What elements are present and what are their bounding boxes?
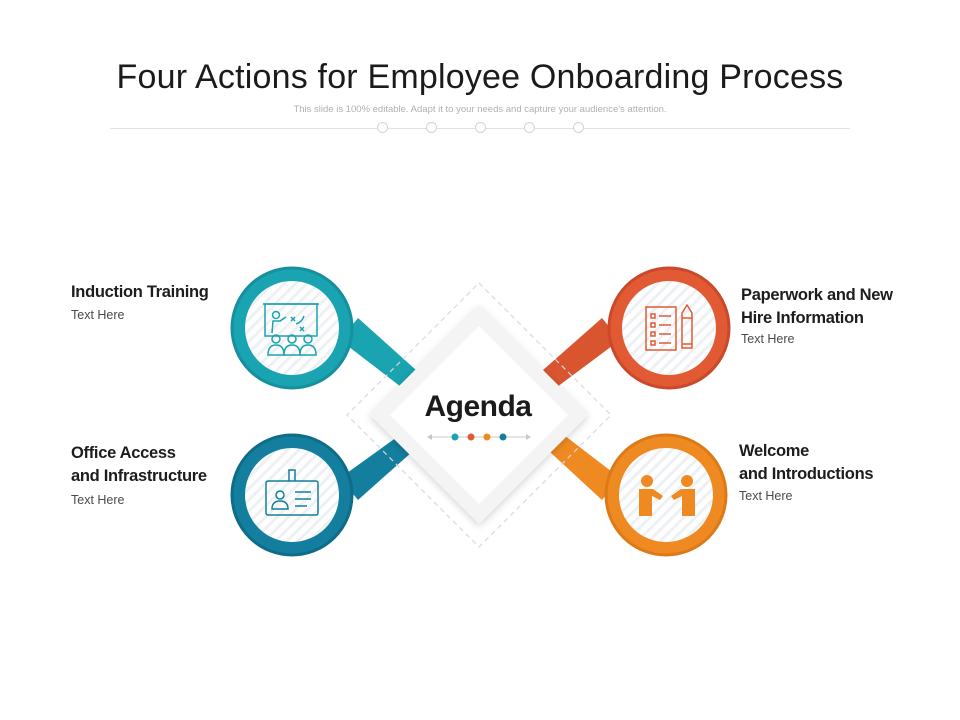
checklist-pencil-icon [645, 303, 693, 351]
induction-training-title: Induction Training [71, 281, 209, 304]
office-access-desc: Text Here [71, 493, 125, 507]
agenda-title: Agenda [424, 390, 532, 423]
item-line2: and Introductions [739, 465, 874, 483]
item-line2: Hire Information [741, 309, 864, 327]
item-line1: Welcome [739, 442, 810, 460]
agenda-dot [483, 433, 491, 441]
welcome-title: Welcome and Introductions [739, 440, 874, 486]
divider-dot [524, 122, 535, 133]
connector-paperwork [543, 318, 620, 390]
circle-welcome [604, 433, 728, 557]
divider-dot [573, 122, 584, 133]
handshake-icon [639, 475, 695, 516]
paperwork-desc: Text Here [741, 332, 795, 346]
agenda-dot [499, 433, 507, 441]
circle-office-access [230, 433, 354, 557]
agenda-dot [467, 433, 475, 441]
connector-office [340, 432, 412, 500]
paperwork-title: Paperwork and New Hire Information [741, 284, 893, 330]
induction-training-desc: Text Here [71, 308, 125, 322]
slide-title: Four Actions for Employee Onboarding Pro… [116, 58, 844, 96]
slide-subtitle: This slide is 100% editable. Adapt it to… [293, 104, 667, 115]
presentation-training-icon [263, 303, 319, 356]
item-line1: Paperwork and New [741, 286, 893, 304]
dashed-diamond [346, 282, 612, 548]
connector-welcome [550, 432, 620, 500]
circle-paperwork [607, 266, 731, 390]
agenda-divider [427, 434, 531, 440]
office-access-title: Office Access and Infrastructure [71, 442, 207, 488]
connector-induction [340, 318, 416, 390]
welcome-desc: Text Here [739, 489, 793, 503]
circle-induction-training [230, 266, 354, 390]
divider-dot [426, 122, 437, 133]
divider-dot [377, 122, 388, 133]
item-line1: Induction Training [71, 283, 209, 301]
id-card-icon [265, 469, 319, 516]
agenda-dot [451, 433, 459, 441]
item-line1: Office Access [71, 444, 176, 462]
item-line2: and Infrastructure [71, 467, 207, 485]
divider-dot [475, 122, 486, 133]
